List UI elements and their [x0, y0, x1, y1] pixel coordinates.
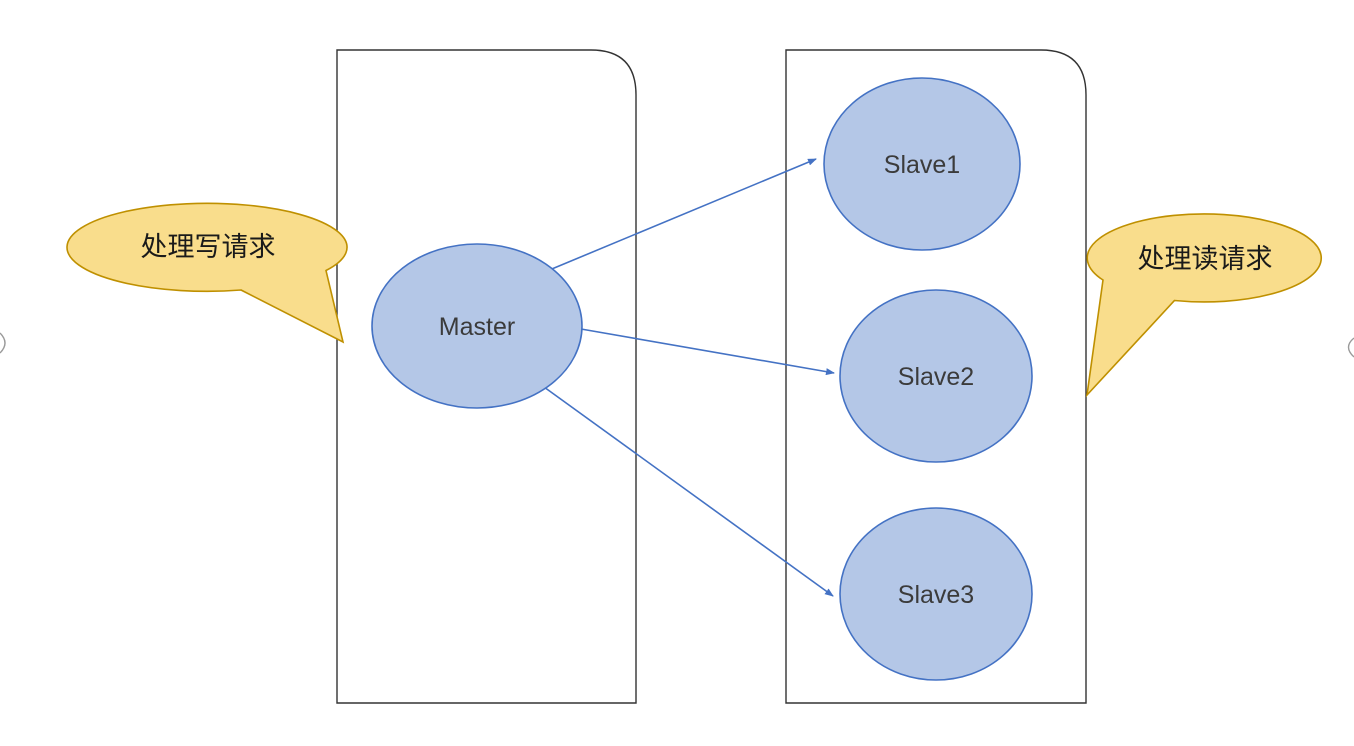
- arrow-master-to-slave1: [546, 158, 817, 272]
- slave3-node: [839, 507, 1033, 681]
- slave2-label: Slave2: [898, 363, 974, 391]
- read-requests-callout: [1085, 213, 1323, 398]
- right-edge-artifact: [1347, 337, 1354, 358]
- write-requests-callout: [66, 202, 348, 344]
- slave1-node: [823, 77, 1021, 251]
- master-label: Master: [439, 313, 515, 341]
- slave3-label: Slave3: [898, 581, 974, 609]
- arrow-master-to-slave2: [580, 328, 835, 376]
- arrow-master-to-slave3: [543, 386, 834, 597]
- master-node: [371, 243, 583, 409]
- left-edge-artifact: [0, 332, 6, 354]
- slave1-label: Slave1: [884, 151, 960, 179]
- slave2-node: [839, 289, 1033, 463]
- read-requests-callout-label: 处理读请求: [1138, 244, 1273, 274]
- write-requests-callout-label: 处理写请求: [141, 232, 276, 262]
